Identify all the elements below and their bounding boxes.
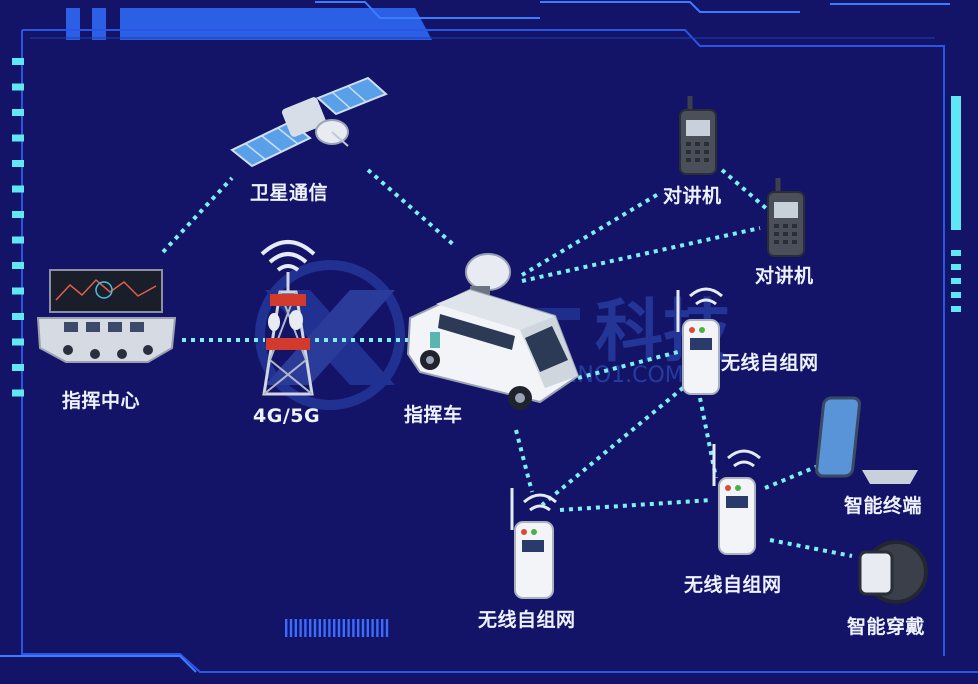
mesh-radio-icon [712,444,761,555]
frame-bar [366,619,369,637]
link-radio1-radio2 [720,168,770,212]
label-command-vehicle: 指挥车 [404,404,463,426]
frame-tick [12,287,24,295]
command-center-console-icon [36,269,177,363]
link-satellite-vehicle [366,168,457,248]
label-mesh-1: 无线自组网 [721,352,819,374]
frame-bar [385,619,389,637]
link-mesh2-terminal [764,450,853,490]
mesh-radio-icon [510,488,557,599]
frame-tick [12,364,24,371]
frame-tick [12,262,24,269]
link-mesh2-wearable [769,538,853,558]
frame-tick [12,134,24,142]
frame-bar [352,619,355,637]
frame-bar [347,619,350,637]
label-mesh-3: 无线自组网 [478,609,576,631]
frame-bar [285,619,288,637]
frame-bar [299,619,302,637]
label-tower: 4G/5G [253,405,321,427]
label-satellite: 卫星通信 [250,182,329,204]
frame-bar [337,619,341,637]
frame-bar [318,619,321,637]
connection-links [161,168,853,558]
command-vehicle-icon [406,253,580,410]
label-radio-2: 对讲机 [755,265,814,287]
satellite-icon [230,76,388,168]
frame-tick [12,211,24,218]
frame-bar [361,619,365,637]
link-vehicle-radio2 [521,226,761,283]
label-command-center: 指挥中心 [62,390,141,412]
frame-tick [12,236,24,244]
frame-tick [12,160,24,167]
frame-tick [12,389,24,397]
link-vehicle-radio1 [520,191,662,277]
frame-bar [309,619,312,637]
frame-bar [328,619,331,637]
frame-bar [376,619,379,637]
frame-tick [12,109,24,116]
frame-tick [12,185,24,193]
walkie-talkie-icon [679,96,717,175]
frame-bar [323,619,326,637]
walkie-talkie-icon [767,178,805,257]
frame-tick [12,83,24,91]
link-vehicle-mesh3 [514,429,534,493]
mesh-radio-icon [676,287,723,395]
smartphone-icon [815,396,918,484]
frame-bar [294,619,297,637]
frame-tick [12,58,24,65]
label-mesh-2: 无线自组网 [684,574,782,596]
frame-bar [342,619,345,637]
watermark-logo [255,260,405,410]
link-center-satellite [161,176,234,254]
link-mesh3-mesh2 [559,498,713,512]
label-smart-terminal: 智能终端 [844,495,923,517]
frame-bar [289,619,293,637]
frame-bar [357,619,360,637]
frame-bar [381,619,384,637]
frame-bar [313,619,317,637]
frame-tick [12,338,24,346]
label-smart-wearable: 智能穿戴 [847,616,926,638]
link-mesh1-mesh3 [540,380,692,507]
broadcast-tower-icon [260,240,316,396]
smartwatch-icon [858,540,928,604]
frame-tick [12,313,24,320]
label-radio-1: 对讲机 [663,185,722,207]
frame-bar [371,619,374,637]
frame-bar [333,619,336,637]
frame-bar [304,619,307,637]
